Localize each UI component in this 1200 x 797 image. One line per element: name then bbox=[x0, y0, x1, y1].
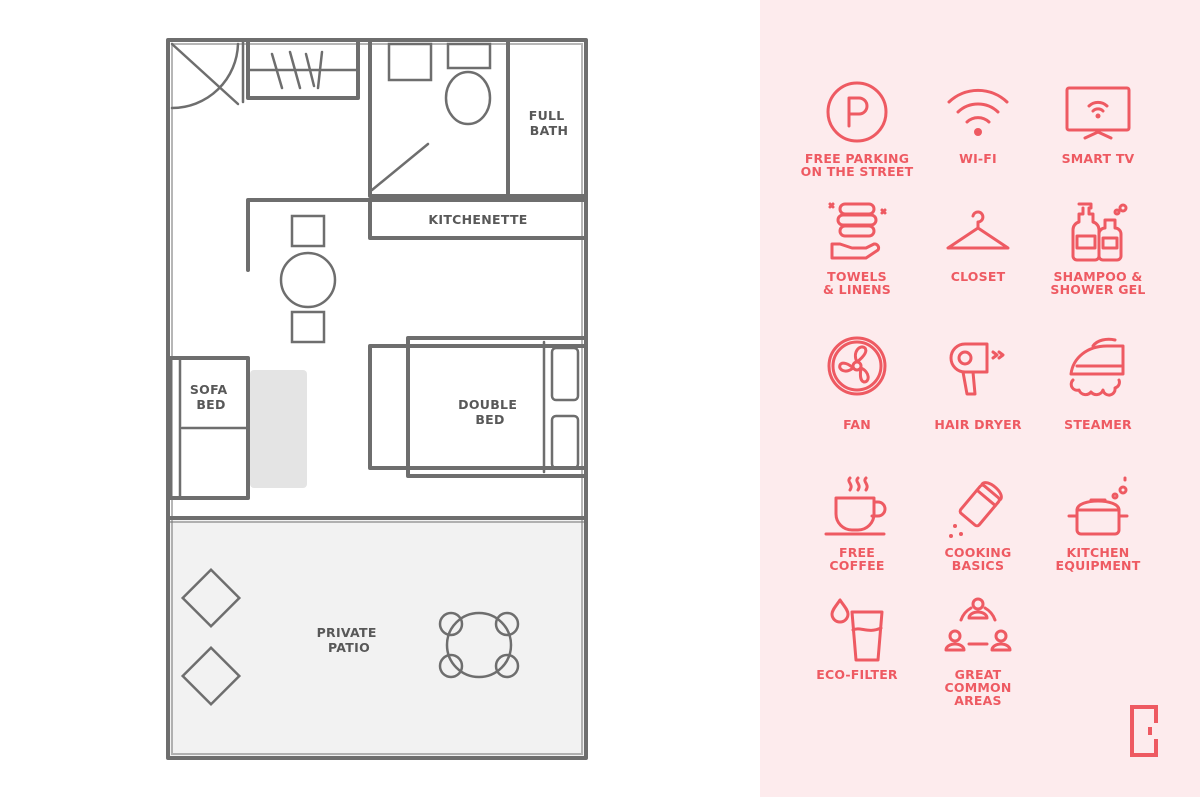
dining-table bbox=[279, 251, 337, 309]
bathroom-wall bbox=[368, 38, 588, 198]
smart-tv-icon bbox=[1065, 86, 1131, 140]
brand-logo bbox=[1130, 705, 1159, 757]
towels-icon bbox=[828, 202, 887, 260]
amenity-label: SMART TV bbox=[1061, 151, 1135, 166]
people-icon bbox=[944, 597, 1012, 652]
patio-lounger bbox=[180, 567, 242, 629]
toilet-tank bbox=[446, 42, 492, 70]
bath-sink bbox=[387, 42, 433, 82]
sofa-bed-label: SOFA BED bbox=[190, 382, 232, 412]
amenity-steamer: STEAMER bbox=[1033, 336, 1163, 431]
dining-chair bbox=[290, 214, 326, 248]
kitchenette-label: KITCHENETTE bbox=[428, 212, 527, 227]
amenity-label: STEAMER bbox=[1064, 417, 1132, 432]
double-bed-label: DOUBLE BED bbox=[458, 397, 522, 427]
wifi-icon bbox=[947, 88, 1009, 136]
salt-shaker-icon bbox=[949, 481, 1003, 538]
patio-table-set bbox=[438, 611, 520, 679]
closet-hangers bbox=[270, 50, 324, 90]
amenity-hair-dryer: HAIR DRYER bbox=[913, 336, 1043, 431]
entry-door bbox=[170, 42, 240, 106]
kitchenette-counter bbox=[368, 198, 588, 240]
amenity-shampoo: SHAMPOO &SHOWER GEL bbox=[1033, 198, 1163, 296]
amenity-eco-filter: ECO-FILTER bbox=[792, 596, 922, 681]
amenity-label: CLOSET bbox=[950, 269, 1006, 284]
fan-icon bbox=[827, 336, 887, 396]
amenity-label: HAIR DRYER bbox=[934, 417, 1022, 432]
floor-plan: FULL BATH KITCHENETTE SOFA BED DOUBLE BE… bbox=[166, 38, 588, 760]
amenity-towels: TOWELS& LINENS bbox=[792, 198, 922, 296]
full-bath-label: FULL BATH bbox=[529, 108, 569, 138]
amenity-wifi: WI-FI bbox=[913, 80, 1043, 165]
coffee-icon bbox=[824, 476, 887, 536]
patio-floor bbox=[170, 518, 586, 758]
bath-door bbox=[370, 142, 430, 192]
closet bbox=[246, 38, 360, 100]
amenity-label: FAN bbox=[843, 417, 871, 432]
kitchen-wall bbox=[246, 198, 372, 272]
parking-icon bbox=[826, 81, 888, 143]
sofa-bed-shadow bbox=[250, 370, 307, 488]
double-bed bbox=[406, 336, 588, 478]
sofa-bed bbox=[168, 356, 250, 500]
private-patio-label: PRIVATE PATIO bbox=[317, 625, 382, 655]
amenity-label: SHAMPOO &SHOWER GEL bbox=[1050, 269, 1146, 297]
bed-pillow bbox=[550, 346, 580, 402]
dining-chair bbox=[290, 310, 326, 344]
amenity-fan: FAN bbox=[792, 336, 922, 431]
entry-door-swing bbox=[170, 42, 240, 110]
amenity-label: TOWELS& LINENS bbox=[823, 269, 891, 297]
steamer-icon bbox=[1069, 337, 1125, 397]
hair-dryer-icon bbox=[949, 342, 1005, 396]
hanger-icon bbox=[946, 210, 1010, 250]
toilet-bowl bbox=[444, 70, 492, 126]
amenity-smart-tv: SMART TV bbox=[1033, 80, 1163, 165]
bed-pillow bbox=[550, 414, 580, 470]
patio-lounger bbox=[180, 645, 242, 707]
amenity-label: ECO-FILTER bbox=[816, 667, 898, 682]
amenity-closet: CLOSET bbox=[913, 198, 1043, 283]
amenity-label: WI-FI bbox=[959, 151, 997, 166]
shampoo-icon bbox=[1071, 202, 1128, 262]
water-glass-icon bbox=[830, 598, 884, 662]
cooking-pot-icon bbox=[1067, 476, 1129, 536]
